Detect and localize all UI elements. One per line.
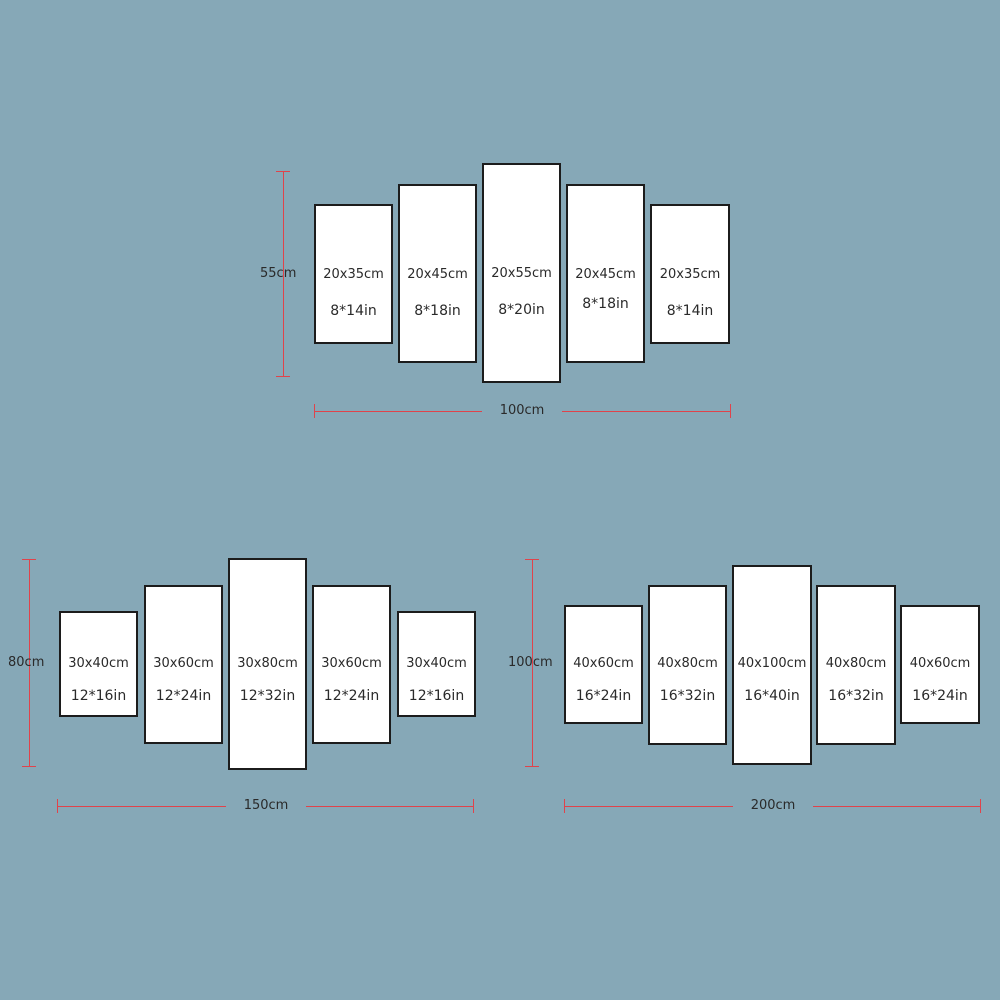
panel-size-in: 8*18in: [582, 296, 629, 312]
panel-size-cm: 20x45cm: [407, 267, 468, 282]
panel-size-in: 12*32in: [239, 688, 296, 704]
panel-size-cm: 20x35cm: [659, 267, 721, 282]
height-label: 80cm: [8, 655, 45, 670]
panel-size-in: 8*14in: [666, 303, 714, 319]
canvas-panel: 20x45cm 8*18in: [566, 184, 645, 363]
width-dimension-cap: [57, 799, 58, 813]
canvas-panel: 40x80cm 16*32in: [648, 585, 727, 745]
panel-size-cm: 40x100cm: [737, 656, 807, 671]
height-label: 55cm: [260, 266, 297, 281]
panel-size-in: 12*16in: [408, 688, 465, 704]
canvas-panel: 40x60cm 16*24in: [564, 605, 643, 724]
panel-size-cm: 20x55cm: [491, 266, 552, 281]
panel-size-cm: 30x40cm: [406, 656, 467, 671]
panel-size-cm: 40x80cm: [657, 656, 718, 671]
canvas-panel: 20x45cm 8*18in: [398, 184, 477, 363]
panel-size-cm: 40x80cm: [825, 656, 887, 671]
width-dimension-cap: [314, 404, 315, 418]
panel-size-cm: 30x40cm: [68, 656, 129, 671]
canvas-panel: 40x60cm 16*24in: [900, 605, 980, 724]
canvas-panel: 40x80cm 16*32in: [816, 585, 896, 745]
width-label: 150cm: [226, 798, 306, 813]
panel-size-in: 12*24in: [323, 688, 380, 704]
canvas-panel: 30x80cm 12*32in: [228, 558, 307, 770]
panel-size-in: 8*14in: [330, 303, 377, 319]
height-label: 100cm: [508, 655, 553, 670]
height-dimension-cap: [525, 559, 539, 560]
panel-size-cm: 30x60cm: [321, 656, 382, 671]
panel-size-in: 16*24in: [912, 688, 968, 704]
panel-size-in: 16*32in: [659, 688, 716, 704]
height-dimension-cap: [276, 376, 290, 377]
canvas-panel: 30x60cm 12*24in: [144, 585, 223, 744]
panel-size-in: 16*40in: [744, 688, 800, 704]
height-dimension-line: [29, 559, 30, 767]
width-dimension-line: [57, 806, 474, 807]
width-dimension-line: [564, 806, 981, 807]
panel-size-cm: 20x35cm: [323, 267, 384, 282]
panel-size-in: 12*16in: [70, 688, 127, 704]
canvas-panel: 20x35cm 8*14in: [650, 204, 730, 344]
canvas-panel: 20x35cm 8*14in: [314, 204, 393, 344]
panel-size-cm: 30x80cm: [237, 656, 298, 671]
height-dimension-line: [532, 559, 533, 767]
width-dimension-cap: [730, 404, 731, 418]
height-dimension-cap: [22, 766, 36, 767]
panel-size-cm: 20x45cm: [575, 267, 636, 282]
panel-size-cm: 40x60cm: [573, 656, 634, 671]
width-dimension-cap: [564, 799, 565, 813]
width-label: 100cm: [482, 403, 562, 418]
canvas-panel: 30x40cm 12*16in: [397, 611, 476, 717]
width-dimension-cap: [980, 799, 981, 813]
panel-size-cm: 30x60cm: [153, 656, 214, 671]
panel-size-in: 16*32in: [828, 688, 884, 704]
canvas-panel: 20x55cm 8*20in: [482, 163, 561, 383]
height-dimension-cap: [276, 171, 290, 172]
canvas-panel: 40x100cm 16*40in: [732, 565, 812, 765]
width-dimension-cap: [473, 799, 474, 813]
height-dimension-cap: [22, 559, 36, 560]
canvas-panel: 30x60cm 12*24in: [312, 585, 391, 744]
panel-size-in: 16*24in: [575, 688, 632, 704]
width-dimension-line: [314, 411, 731, 412]
height-dimension-line: [283, 171, 284, 377]
panel-size-cm: 40x60cm: [909, 656, 971, 671]
height-dimension-cap: [525, 766, 539, 767]
panel-size-in: 8*20in: [498, 302, 545, 318]
panel-size-in: 8*18in: [414, 303, 461, 319]
width-label: 200cm: [733, 798, 813, 813]
canvas-panel: 30x40cm 12*16in: [59, 611, 138, 717]
panel-size-in: 12*24in: [155, 688, 212, 704]
